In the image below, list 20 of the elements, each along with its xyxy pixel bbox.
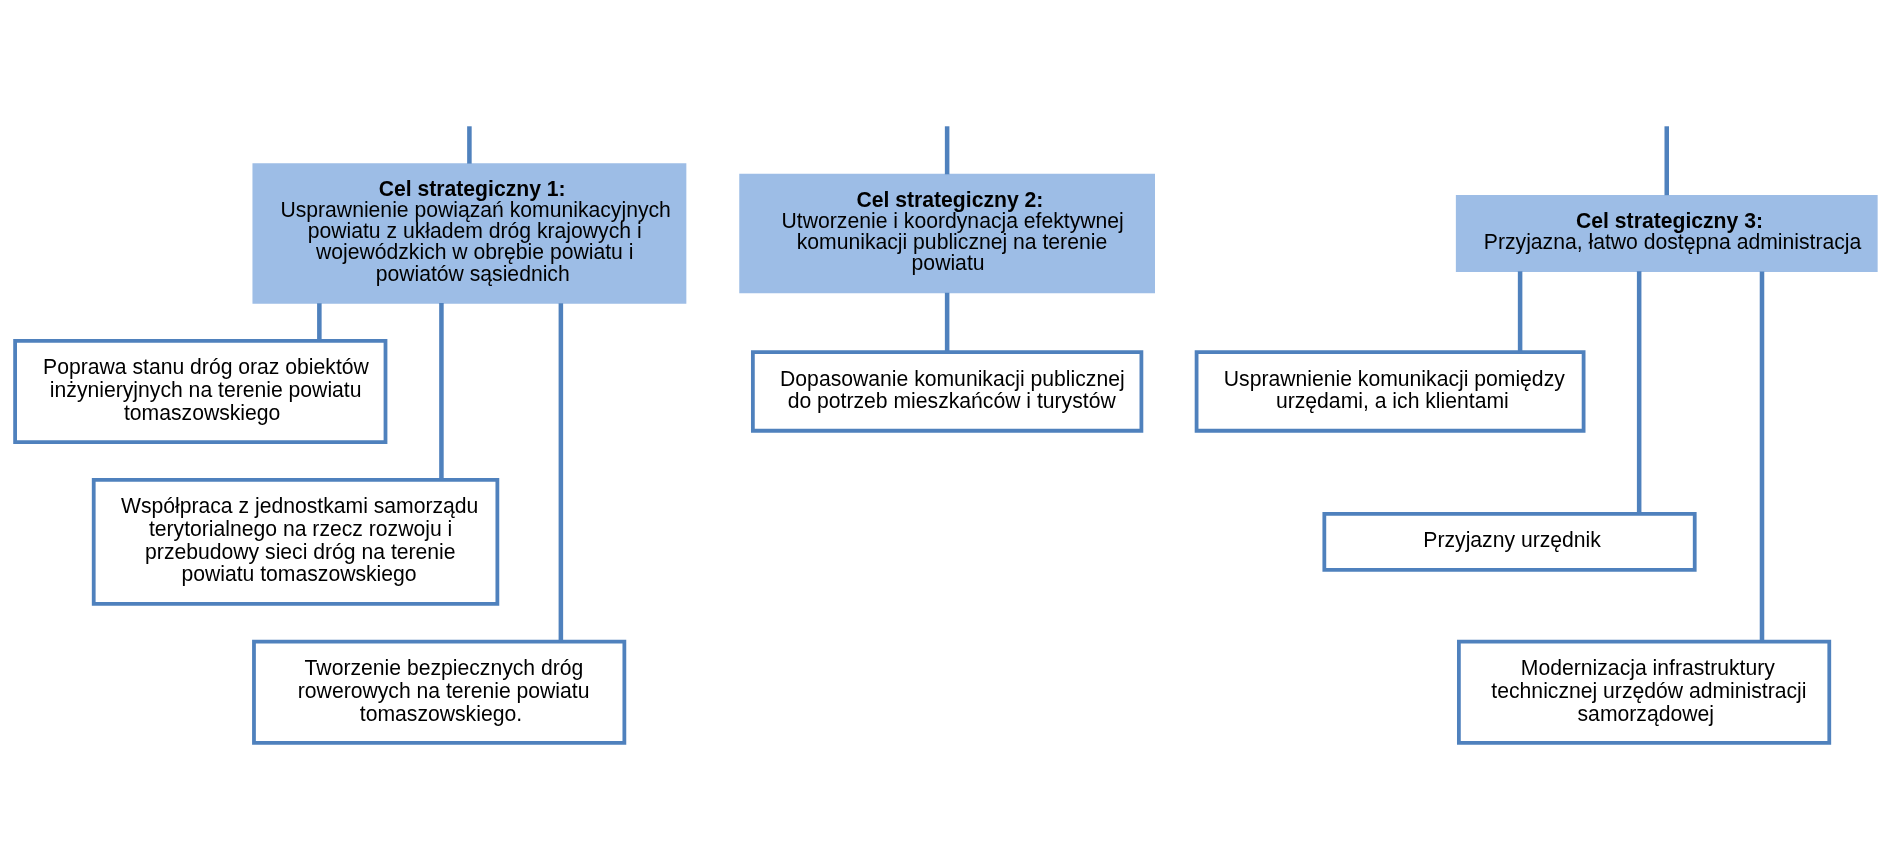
node-box: Dopasowanie komunikacji publicznej do potrzeb mieszkańców i turystów — [751, 350, 1144, 433]
node-box: Cel strategiczny 1: Usprawnienie powiązań komunikacyjnych powiatu z układem dróg krajowych i wojewódzkich w obrębie powiatu i powiatów sąsiednich — [252, 163, 687, 304]
connector — [1664, 126, 1669, 196]
node-box: Poprawa stanu dróg oraz obiektów inżynieryjnych na terenie powiatu tomaszowskiego — [13, 338, 388, 444]
connector — [467, 126, 472, 164]
node-box: Modernizacja infrastruktury technicznej urzędów administracji samorządowej — [1457, 639, 1832, 745]
connector — [439, 303, 444, 480]
connector — [944, 126, 950, 175]
connector — [1759, 271, 1765, 642]
connector — [1517, 271, 1523, 352]
node-box: Cel strategiczny 2: Utworzenie i koordynacja efektywnej komunikacji publicznej na terenie powiatu — [739, 173, 1155, 294]
node-box: Usprawnienie komunikacji pomiędzy urzędami, a ich klientami — [1194, 350, 1586, 433]
connector — [558, 303, 564, 642]
connector — [1636, 271, 1642, 514]
node-box: Tworzenie bezpiecznych dróg rowerowych na terenie powiatu tomaszowskiego. — [252, 639, 627, 745]
node-box: Cel strategiczny 3: Przyjazna, łatwo dostępna administracja — [1455, 194, 1878, 273]
connector — [944, 292, 950, 352]
node-box: Współpraca z jednostkami samorządu terytorialnego na rzecz rozwoju i przebudowy sieci dróg na terenie powiatu tomaszowskiego — [91, 478, 500, 606]
connector — [317, 303, 322, 341]
node-box: Przyjazny urzędnik — [1322, 512, 1697, 572]
